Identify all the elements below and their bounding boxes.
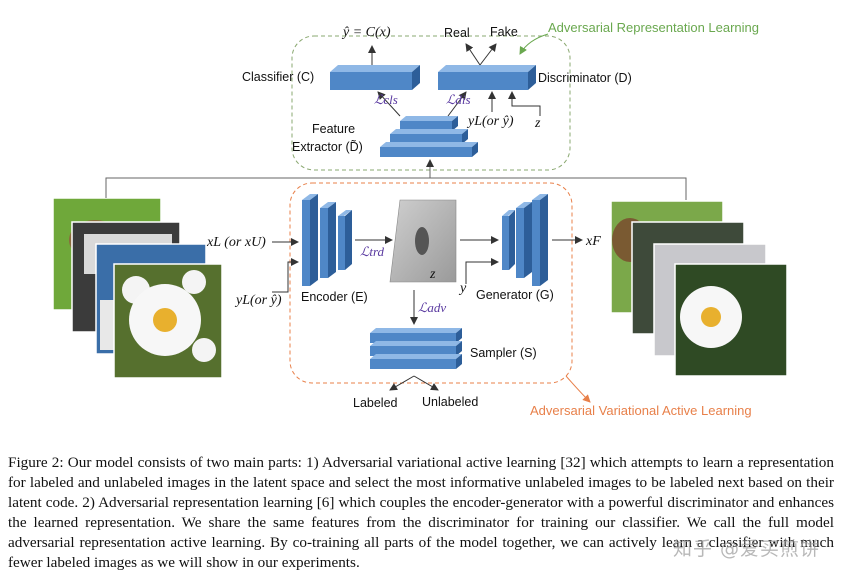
classifier-output-label: ŷ = C(x) [341,25,391,40]
yl-bottom-label: yL(or ŷ) [234,293,282,308]
figure-caption: Figure 2: Our model consists of two main… [8,454,834,571]
encoder-label: Encoder (E) [301,290,368,304]
xf-label: xF [585,234,601,249]
fake-label: Fake [490,25,518,39]
x-input-label: xL (or xU) [206,235,266,250]
classifier-block [330,65,420,90]
watermark: 知乎 @爱买煎饼 [672,538,820,560]
input-to-feature-line [105,177,687,200]
adv-var-active-learning-box [289,182,573,384]
feature-extractor-label-2: Extractor (D̃) [292,139,363,154]
discriminator-label: Discriminator (D) [538,71,632,85]
generator-block [502,194,548,286]
discriminator-block [438,65,536,90]
generator-label: Generator (G) [476,288,554,302]
encoder-block [302,194,352,286]
latent-space [389,199,457,283]
feature-extractor-block [380,116,478,157]
classifier-label: Classifier (C) [242,70,314,84]
y-input-label: y [458,281,467,296]
unlabeled-label: Unlabeled [422,395,478,409]
real-label: Real [444,26,470,40]
z-top-label: z [534,116,541,131]
sampler-block [370,328,462,369]
latent-z-label: z [429,267,436,282]
loss-dis-label: ℒdis [446,92,471,107]
loss-adv-label: ℒadv [418,300,446,315]
labeled-label: Labeled [353,396,398,410]
feature-extractor-label-1: Feature [312,122,355,136]
adv-var-active-learning-title: Adversarial Variational Active Learning [530,403,752,418]
yl-top-label: yL(or ŷ) [466,114,514,129]
loss-cls-label: ℒcls [374,92,398,107]
generated-image-stack [610,200,788,377]
adv-rep-learning-title: Adversarial Representation Learning [548,20,759,35]
sampler-label: Sampler (S) [470,346,537,360]
input-image-stack [52,197,223,379]
loss-trd-label: ℒtrd [360,244,385,259]
architecture-diagram: ŷ = C(x) Real Fake Adversarial Represent… [52,20,788,418]
